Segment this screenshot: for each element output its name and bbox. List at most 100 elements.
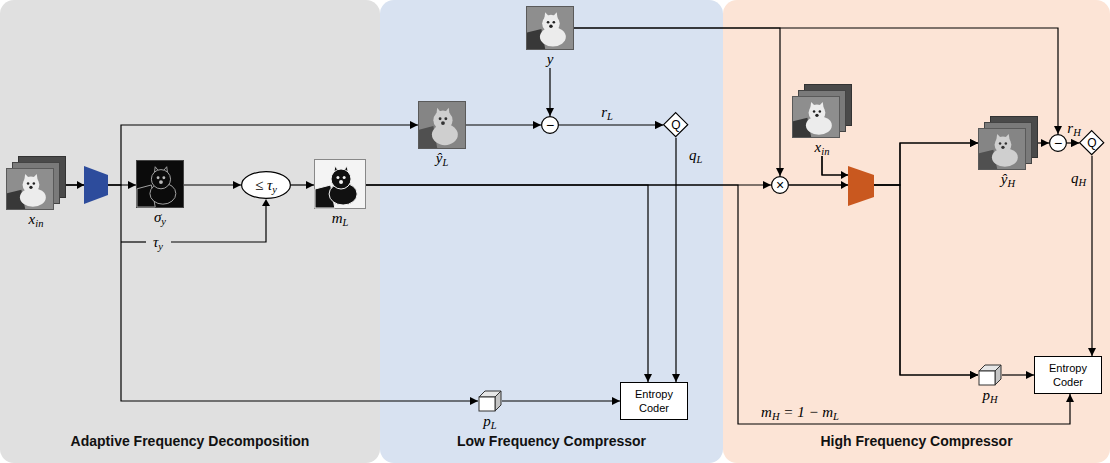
edge-label: mH = 1 − mL [761,403,839,421]
connector-arrow [66,125,418,185]
cube-symbol [478,390,502,412]
connector-arrow [1002,374,1034,375]
picture-part [995,365,1001,385]
thumbnail-image [136,160,184,208]
text-run: High Frequency Compressor [820,433,1012,449]
picture-part [813,110,816,113]
connector-arrow [184,184,241,185]
subscript: in [35,218,43,229]
picture-part [1080,131,1104,155]
subscript: H [772,411,780,422]
text-run: Entropy Coder [1049,362,1087,388]
image-node: y [526,6,574,68]
thumbnail-image [978,116,1038,170]
subscript: y [161,216,166,227]
picture-part [137,161,184,208]
picture-part [772,177,789,194]
encoder-block [848,166,874,206]
operator-circle: × [771,176,789,194]
picture-part [33,182,36,185]
subscript: L [491,420,497,431]
connector-arrow [675,138,676,382]
picture-part [495,391,501,411]
variable-label: σy [136,208,184,226]
shape-label: Q [671,119,680,131]
picture-part [343,176,346,179]
panel-band: Adaptive Frequency Decomposition xin σy ≤ τ… [0,0,380,463]
subscript: H [1008,178,1016,189]
text-run: p [483,413,491,429]
image-node: ŷH [978,116,1038,188]
image-node: mL [314,159,366,227]
picture-part [336,176,339,179]
picture-part [527,7,574,50]
connector-arrow [291,184,314,185]
picture-part [23,176,40,193]
picture-part [527,7,574,50]
subscript: H [990,394,998,405]
panel-band: Low Frequency CompressoryŷL−QpLEntropy C… [380,0,723,463]
text-run: x [29,211,36,227]
text-run: m [761,404,772,420]
text-run: x [815,139,822,155]
quantizer-diamond: Q [1079,130,1104,155]
variable-label: ŷL [418,149,466,167]
subscript: H [1078,177,1086,188]
connector-arrow [574,28,1058,134]
picture-part [137,161,184,208]
picture-part [664,113,688,137]
text-run: = 1 − m [780,404,834,420]
variable-label: xin [792,138,852,156]
image-node: xin [6,156,66,228]
picture-part [315,160,366,209]
probability-model: pH [978,364,1002,404]
text-run: Q [1087,136,1096,150]
text-run: ŷ [436,150,443,166]
picture-part [29,186,32,189]
threshold-ellipse: ≤ τy [241,171,291,199]
text-run: p [982,387,990,403]
picture-part [441,121,445,125]
subscript: L [343,217,349,228]
text-run: Low Frequency Compressor [457,433,646,449]
shape-label: − [1054,135,1062,151]
edge-label: qL [689,146,702,164]
arrow-head [841,181,848,189]
connector-arrow [549,68,550,116]
picture-part [439,117,442,120]
picture-part [793,97,840,138]
text-run: ≤ τ [255,177,272,193]
picture-part [419,102,466,149]
picture-part [809,104,826,121]
picture-part [1050,135,1067,152]
operator-circle: − [541,116,559,134]
picture-part [242,172,291,199]
thumbnail-image [314,159,366,209]
variable-label: mL [314,209,366,227]
picture-part [1001,146,1004,149]
variable-label: ŷH [978,170,1038,188]
picture-part [151,170,170,189]
connector-arrow [1067,142,1079,143]
picture-part [315,160,366,209]
picture-part [7,169,54,210]
edge-label: rH [1067,119,1080,137]
picture-part [542,117,559,134]
connector-arrow [66,185,478,401]
image-node: ŷL [418,101,466,167]
variable-label: y [526,50,574,68]
panel-title: Adaptive Frequency Decomposition [0,432,380,450]
picture-part [979,371,995,385]
text-run: − [546,117,554,133]
text-run: × [776,177,784,193]
picture-part [444,117,447,120]
connector-arrow [366,185,648,382]
connector-arrow [574,28,780,176]
text-run: Q [671,118,680,132]
quantizer-diamond: Q [663,112,688,137]
picture-part [979,117,1038,170]
subscript: y [272,184,277,195]
picture-part [819,110,822,113]
